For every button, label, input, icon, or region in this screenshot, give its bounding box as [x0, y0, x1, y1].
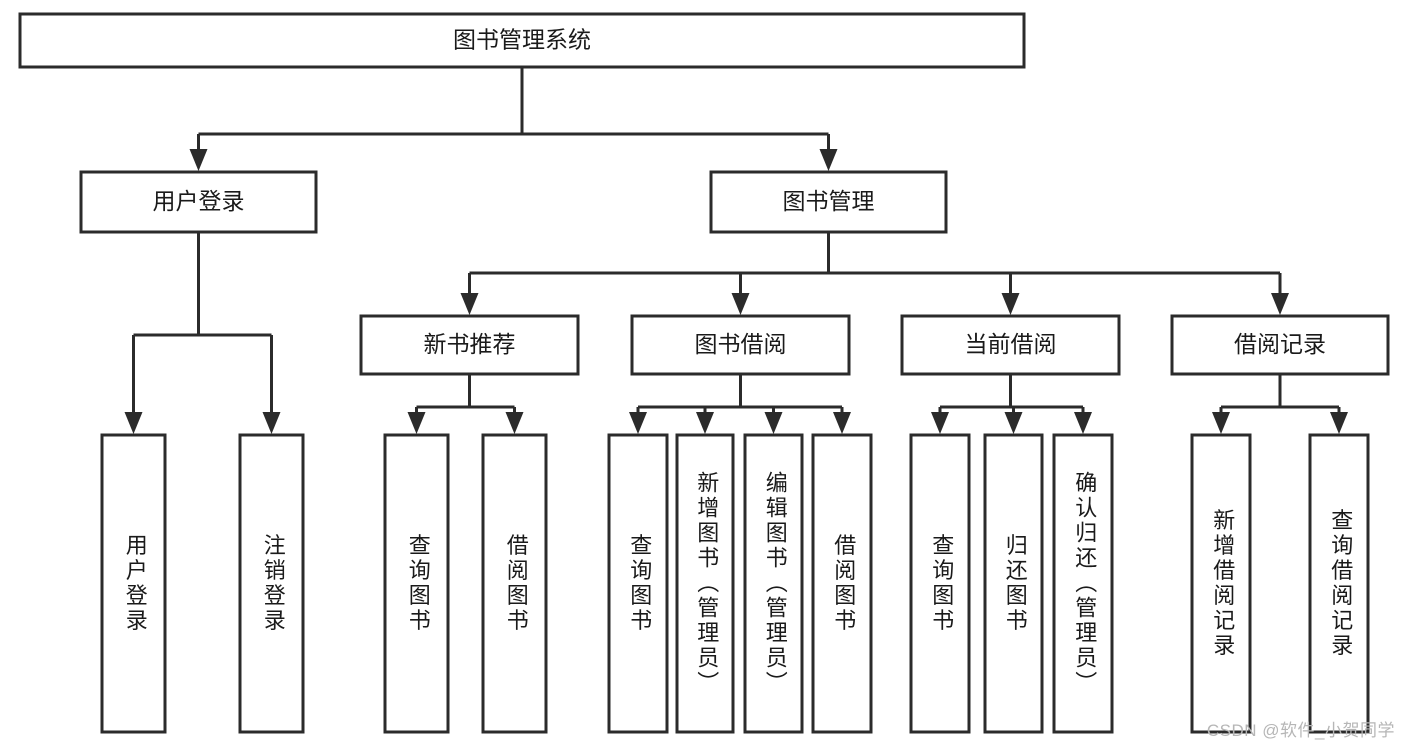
arrow-head-icon — [833, 412, 851, 434]
arrow-head-icon — [262, 412, 281, 434]
node-leaf-user-login[interactable]: 用户登录 — [100, 433, 167, 734]
connector-group-user-login — [124, 232, 281, 434]
arrow-head-icon — [731, 293, 750, 315]
arrow-head-icon — [460, 293, 479, 315]
connector-group-borrow-record — [1212, 374, 1348, 434]
node-label-leaf-query-book-3: 查询图书 — [929, 534, 954, 634]
node-label-user-login: 用户登录 — [153, 188, 245, 214]
node-leaf-query-book-1[interactable]: 查询图书 — [383, 433, 450, 734]
node-label-leaf-query-book-2: 查询图书 — [627, 534, 652, 634]
node-borrow-record[interactable]: 借阅记录 — [1170, 314, 1390, 376]
node-box-current-borrow[interactable] — [900, 314, 1121, 376]
node-box-new-book-recommend[interactable] — [359, 314, 580, 376]
arrow-head-icon — [1074, 412, 1092, 434]
node-box-leaf-logout[interactable] — [238, 433, 305, 734]
node-label-book-borrow: 图书借阅 — [695, 331, 787, 357]
node-label-new-book-recommend: 新书推荐 — [424, 331, 516, 357]
node-box-book-manage[interactable] — [709, 170, 948, 234]
node-box-leaf-query-record[interactable] — [1308, 433, 1370, 734]
node-label-leaf-add-record: 新增借阅记录 — [1210, 509, 1235, 659]
node-label-leaf-borrow-book-1: 借阅图书 — [504, 534, 529, 634]
node-label-leaf-logout: 注销登录 — [261, 534, 286, 634]
node-label-leaf-query-record: 查询借阅记录 — [1328, 509, 1353, 659]
node-label-current-borrow: 当前借阅 — [965, 331, 1057, 357]
node-label-leaf-add-book: 新增图书（管理员） — [694, 471, 719, 696]
node-root[interactable]: 图书管理系统 — [18, 12, 1026, 69]
node-label-root: 图书管理系统 — [453, 27, 591, 53]
arrow-head-icon — [696, 412, 714, 434]
node-label-leaf-query-book-1: 查询图书 — [406, 534, 431, 634]
arrow-head-icon — [1330, 412, 1348, 434]
connectors-layer — [124, 67, 1348, 434]
node-book-borrow[interactable]: 图书借阅 — [630, 314, 851, 376]
node-box-root[interactable] — [18, 12, 1026, 69]
arrow-head-icon — [931, 412, 949, 434]
node-label-book-manage: 图书管理 — [783, 188, 875, 214]
connector-group-book-borrow — [629, 374, 851, 434]
node-user-login[interactable]: 用户登录 — [79, 170, 318, 234]
connector-group-current-borrow — [931, 374, 1092, 434]
node-box-leaf-return-book[interactable] — [983, 433, 1044, 734]
connector-group-book-manage — [460, 232, 1289, 315]
connector-group-root — [189, 67, 838, 171]
node-leaf-return-book[interactable]: 归还图书 — [983, 433, 1044, 734]
node-leaf-borrow-book-2[interactable]: 借阅图书 — [811, 433, 873, 734]
node-box-leaf-add-record[interactable] — [1190, 433, 1252, 734]
arrow-head-icon — [1271, 293, 1289, 315]
node-label-leaf-borrow-book-2: 借阅图书 — [831, 534, 856, 634]
node-current-borrow[interactable]: 当前借阅 — [900, 314, 1121, 376]
node-label-leaf-user-login: 用户登录 — [123, 534, 148, 634]
node-box-leaf-user-login[interactable] — [100, 433, 167, 734]
node-leaf-query-record[interactable]: 查询借阅记录 — [1308, 433, 1370, 734]
arrow-head-icon — [629, 412, 647, 434]
node-leaf-query-book-2[interactable]: 查询图书 — [607, 433, 669, 734]
node-label-leaf-return-book: 归还图书 — [1003, 534, 1028, 634]
node-label-leaf-edit-book: 编辑图书（管理员） — [763, 471, 788, 696]
node-leaf-add-book[interactable]: 新增图书（管理员） — [675, 433, 735, 734]
arrow-head-icon — [407, 412, 426, 434]
node-leaf-edit-book[interactable]: 编辑图书（管理员） — [743, 433, 804, 734]
node-box-leaf-edit-book[interactable] — [743, 433, 804, 734]
node-box-leaf-borrow-book-1[interactable] — [481, 433, 548, 734]
node-box-user-login[interactable] — [79, 170, 318, 234]
arrow-head-icon — [819, 149, 838, 171]
arrow-head-icon — [764, 412, 783, 434]
node-box-leaf-borrow-book-2[interactable] — [811, 433, 873, 734]
watermark-label: CSDN @软件_小贺同学 — [1206, 721, 1395, 740]
node-leaf-confirm-return[interactable]: 确认归还（管理员） — [1052, 433, 1114, 734]
arrow-head-icon — [1001, 293, 1020, 315]
nodes-layer: 图书管理系统用户登录图书管理新书推荐图书借阅当前借阅借阅记录用户登录注销登录查询… — [18, 12, 1390, 734]
node-label-borrow-record: 借阅记录 — [1234, 331, 1326, 357]
node-box-leaf-query-book-1[interactable] — [383, 433, 450, 734]
arrow-head-icon — [1212, 412, 1230, 434]
node-new-book-recommend[interactable]: 新书推荐 — [359, 314, 580, 376]
arrow-head-icon — [189, 149, 208, 171]
node-leaf-logout[interactable]: 注销登录 — [238, 433, 305, 734]
node-box-leaf-query-book-2[interactable] — [607, 433, 669, 734]
node-leaf-borrow-book-1[interactable]: 借阅图书 — [481, 433, 548, 734]
node-box-book-borrow[interactable] — [630, 314, 851, 376]
node-leaf-query-book-3[interactable]: 查询图书 — [909, 433, 971, 734]
node-leaf-add-record[interactable]: 新增借阅记录 — [1190, 433, 1252, 734]
node-box-leaf-query-book-3[interactable] — [909, 433, 971, 734]
arrow-head-icon — [505, 412, 524, 434]
connector-group-new-book-recommend — [407, 374, 524, 434]
node-box-borrow-record[interactable] — [1170, 314, 1390, 376]
arrow-head-icon — [124, 412, 143, 434]
node-book-manage[interactable]: 图书管理 — [709, 170, 948, 234]
arrow-head-icon — [1004, 412, 1023, 434]
node-label-leaf-confirm-return: 确认归还（管理员） — [1072, 471, 1097, 696]
node-box-leaf-add-book[interactable] — [675, 433, 735, 734]
node-box-leaf-confirm-return[interactable] — [1052, 433, 1114, 734]
